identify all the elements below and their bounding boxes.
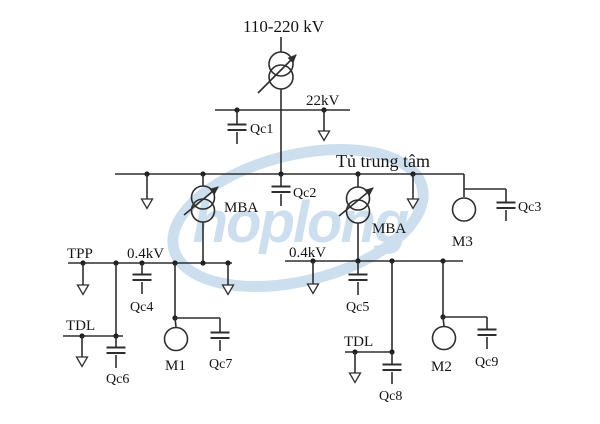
lv-left-voltage-label: 0.4kV (127, 246, 164, 262)
branch-m1-qc7: M1 Qc7 (163, 263, 232, 374)
main-transformer-secondary-winding (268, 64, 294, 90)
capacitor-qc6: Qc6 (106, 336, 129, 387)
motor-m1 (163, 326, 189, 352)
lv-right-section: 0.4kV Qc5 TDL (285, 245, 498, 404)
tdl-left-feeder-arrow (75, 336, 89, 368)
panel-tdl-right-label: TDL (344, 334, 373, 350)
main-transformer-primary-winding (268, 51, 294, 77)
capacitor-qc7-label: Qc7 (209, 357, 232, 372)
capacitor-qc2: Qc2 (271, 174, 316, 206)
lv-left-feeder-arrow-1 (76, 263, 90, 296)
capacitor-qc4-label: Qc4 (130, 300, 153, 315)
mv-load-feeder-arrow (317, 110, 331, 142)
grid-incomer-section: 110-220 kV 22kV Qc1 (215, 17, 350, 174)
branch-m2-qc9: M2 Qc9 (431, 261, 498, 375)
main-transformer-tap-arrow (257, 54, 297, 94)
motor-m2 (431, 325, 457, 351)
panel-tdl-left-label: TDL (66, 318, 95, 334)
lv-right-voltage-label: 0.4kV (289, 245, 326, 261)
motor-m3-label: M3 (452, 234, 473, 250)
lv-right-feeder-arrow (306, 261, 320, 295)
transformer-mba-left: MBA (183, 174, 258, 263)
capacitor-qc5-label: Qc5 (346, 300, 369, 315)
tdl-right-feeder-arrow (348, 352, 362, 384)
capacitor-qc4: Qc4 (130, 263, 153, 315)
capacitor-qc9: Qc9 (475, 317, 498, 370)
capacitor-qc8: Qc8 (379, 352, 402, 404)
transformer-mba-left-label: MBA (224, 200, 258, 216)
capacitor-qc8-label: Qc8 (379, 389, 402, 404)
motor-m3 (451, 197, 477, 222)
motor-m2-label: M2 (431, 359, 452, 375)
capacitor-qc1: Qc1 (227, 110, 273, 144)
hv-voltage-label: 110-220 kV (243, 17, 325, 36)
transformer-mba-right: MBA (338, 174, 406, 261)
central-bus-section: Tủ trung tâm MBA Qc2 (115, 151, 541, 263)
capacitor-qc6-label: Qc6 (106, 372, 129, 387)
tdl-left-section: TDL Qc6 (63, 263, 129, 387)
transformer-mba-right-label: MBA (372, 221, 406, 237)
lv-left-section: TPP 0.4kV Qc4 (63, 246, 235, 387)
central-feeder-arrow-left (140, 174, 154, 210)
panel-tpp-label: TPP (67, 246, 93, 262)
capacitor-qc1-label: Qc1 (250, 122, 273, 137)
junction-dot (200, 260, 206, 266)
lv-left-feeder-arrow-2 (221, 263, 235, 296)
motor-m1-label: M1 (165, 358, 186, 374)
capacitor-qc3-label: Qc3 (518, 200, 541, 215)
capacitor-qc5: Qc5 (346, 261, 369, 315)
mv-voltage-label: 22kV (306, 93, 340, 109)
tdl-right-section: TDL Qc8 (344, 261, 402, 404)
capacitor-qc2-label: Qc2 (293, 186, 316, 201)
central-feeder-arrow-right (406, 174, 420, 210)
watermark-text: hoplong (193, 190, 409, 255)
capacitor-qc3: Qc3 (496, 189, 541, 221)
branch-m3-qc3: M3 Qc3 (451, 174, 541, 250)
capacitor-qc9-label: Qc9 (475, 355, 498, 370)
central-cabinet-label: Tủ trung tâm (336, 151, 430, 171)
capacitor-qc7: Qc7 (209, 318, 232, 372)
